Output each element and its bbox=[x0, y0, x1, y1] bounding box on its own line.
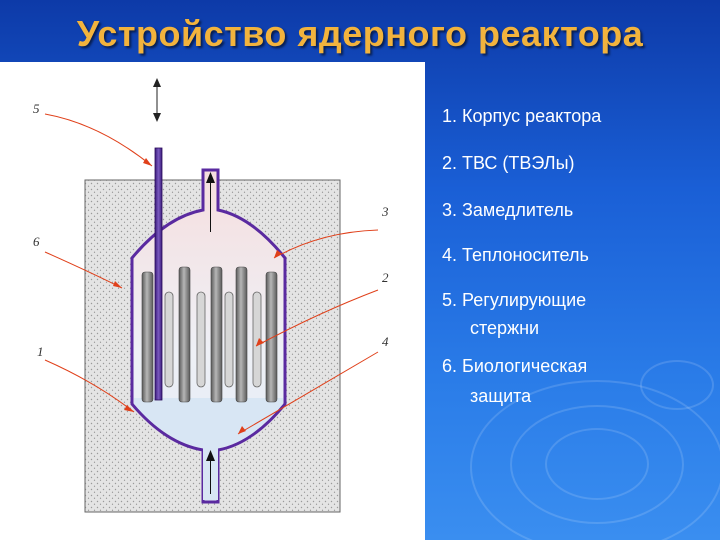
legend-item-continuation: стержни bbox=[470, 318, 540, 338]
legend-item-continuation: защита bbox=[470, 386, 532, 406]
legend-number: 1. bbox=[442, 106, 458, 126]
legend-text: Регулирующие bbox=[462, 290, 587, 310]
callout-label: 1 bbox=[37, 344, 44, 359]
legend-text: Биологическая bbox=[462, 356, 588, 376]
reactor-drawing bbox=[44, 78, 379, 513]
callout-label: 3 bbox=[382, 204, 389, 219]
outlet-arrow-icon bbox=[206, 172, 215, 232]
legend-item: 2. ТВС (ТВЭЛы) bbox=[442, 151, 575, 176]
callout-label: 4 bbox=[382, 334, 389, 349]
ripple-decoration bbox=[470, 380, 720, 540]
legend-number: 3. bbox=[442, 200, 458, 220]
ripple-decoration bbox=[545, 428, 649, 500]
movement-arrow-icon bbox=[153, 78, 161, 122]
coolant-region bbox=[134, 398, 283, 500]
legend-text: Корпус реактора bbox=[462, 106, 602, 126]
legend-item: 1. Корпус реактора bbox=[442, 104, 601, 129]
legend-text: ТВС (ТВЭЛы) bbox=[462, 153, 575, 173]
callout-lines bbox=[44, 113, 379, 435]
legend-number: 5. bbox=[442, 290, 458, 310]
legend-number: 2. bbox=[442, 153, 458, 173]
legend-text: Теплоноситель bbox=[462, 245, 589, 265]
legend-text: Замедлитель bbox=[462, 200, 574, 220]
legend-item: 5. Регулирующие bbox=[442, 288, 586, 313]
control-rod bbox=[154, 147, 163, 401]
slide-title: Устройство ядерного реактора bbox=[76, 13, 644, 54]
callout-label: 6 bbox=[33, 234, 40, 249]
ripple-decoration bbox=[510, 405, 684, 524]
reactor-diagram: 5 6 3 2 1 4 bbox=[0, 62, 425, 540]
legend-number: 6. bbox=[442, 356, 458, 376]
callout-label: 5 bbox=[33, 101, 40, 116]
legend-item: 4. Теплоноситель bbox=[442, 243, 589, 268]
legend-item: 6. Биологическая bbox=[442, 354, 587, 379]
callout-label: 2 bbox=[382, 270, 389, 285]
inlet-arrow-icon bbox=[206, 450, 215, 494]
legend-number: 4. bbox=[442, 245, 458, 265]
legend-item: 3. Замедлитель bbox=[442, 198, 573, 223]
fuel-assemblies bbox=[141, 266, 278, 403]
ripple-decoration bbox=[640, 360, 714, 410]
